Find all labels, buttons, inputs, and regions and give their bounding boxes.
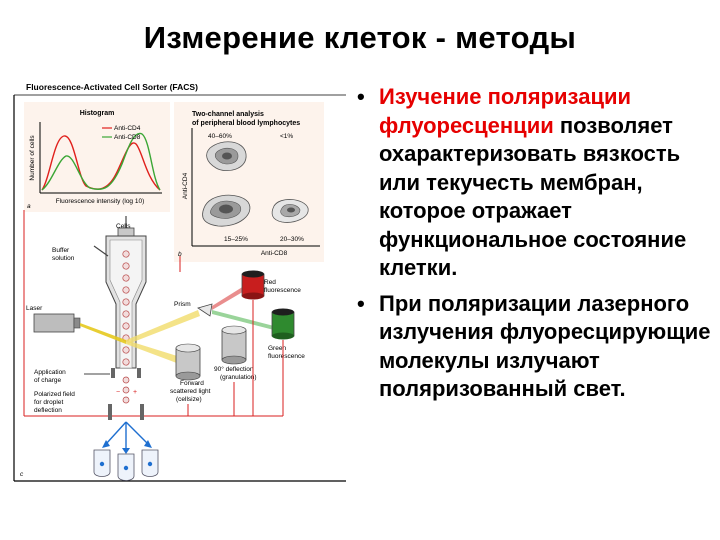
legend-cd4: Anti-CD4 <box>114 125 141 132</box>
twochannel-title-2: of peripheral blood lymphocytes <box>192 120 300 127</box>
prism <box>197 303 213 317</box>
label-forward-2: scattered light <box>170 388 211 395</box>
quadrant-br: 20–30% <box>280 236 304 243</box>
label-cells: Cells <box>116 223 131 230</box>
green-path <box>212 310 274 330</box>
label-charge-2: of charge <box>34 377 61 384</box>
contour-tl <box>206 141 247 171</box>
legend-cd8: Anti-CD8 <box>114 134 141 141</box>
cd8-curve <box>41 132 161 191</box>
label-red-2: fluorescence <box>264 287 301 294</box>
plus-sign: + <box>133 389 137 396</box>
twochannel-xlabel: Anti-CD8 <box>261 250 288 257</box>
facs-instrument: Cells Buffer solution Laser Prism <box>20 210 305 481</box>
twochannel-background <box>174 102 324 262</box>
side-detector <box>221 325 247 365</box>
twochannel-panel: Two-channel analysis of peripheral blood… <box>174 102 324 262</box>
panel-label-a: a <box>27 203 31 210</box>
histogram-xlabel: Fluorescence intensity (log 10) <box>56 198 145 205</box>
bullet-item: При поляризации лазерного излучения флуо… <box>355 290 713 404</box>
contour-br <box>271 199 309 223</box>
twochannel-ylabel: Anti-CD4 <box>182 172 189 199</box>
slide-title: Измерение клеток - методы <box>143 20 577 55</box>
deflection-plate-right <box>140 404 144 420</box>
label-prism: Prism <box>174 301 191 308</box>
label-polarized-1: Polarized field <box>34 391 75 398</box>
tube-contents <box>99 461 153 471</box>
label-deflection-1: 90° deflection <box>214 365 254 373</box>
bullet-item: Изучение поляризации флуоресценции позво… <box>355 83 713 283</box>
charge-electrode-right <box>137 368 141 378</box>
label-laser: Laser <box>26 305 43 312</box>
buffer-inlet <box>93 245 109 257</box>
histogram-background <box>24 102 170 212</box>
green-detector <box>271 308 295 340</box>
bullet-highlight: Изучение поляризации флуоресценции <box>379 84 632 138</box>
label-green-1: Green <box>268 345 286 352</box>
label-buffer-2: solution <box>52 255 75 262</box>
contour-bl <box>202 194 251 227</box>
laser-aperture <box>73 317 81 329</box>
histogram-ylabel: Number of cells <box>29 135 36 181</box>
deflection-plate-left <box>108 404 112 420</box>
label-polarized-3: deflection <box>34 407 62 414</box>
red-detector <box>241 270 265 300</box>
bullet-text: При поляризации лазерного излучения флуо… <box>379 290 711 402</box>
droplets <box>122 376 130 404</box>
forward-beam <box>126 340 190 368</box>
histogram-panel: Histogram Anti-CD4 Anti-CD8 Number of ce… <box>24 102 170 212</box>
histogram-title: Histogram <box>80 110 115 117</box>
panel-label-c: c <box>20 471 24 478</box>
charge-electrode-left <box>111 368 115 378</box>
bullet-list: Изучение поляризации флуоресценции позво… <box>355 83 713 411</box>
twochannel-title-1: Two-channel analysis <box>192 111 264 118</box>
laser-beam <box>80 323 126 344</box>
facs-diagram: Fluorescence-Activated Cell Sorter (FACS… <box>13 82 346 482</box>
laser-body <box>33 313 75 333</box>
quadrant-bl: 15–25% <box>224 236 248 243</box>
label-polarized-2: for droplet <box>34 399 63 406</box>
facs-figure: Fluorescence-Activated Cell Sorter (FACS… <box>12 78 348 483</box>
side-beam <box>126 310 200 344</box>
droplet-arrowheads <box>102 440 152 454</box>
figure-header: Fluorescence-Activated Cell Sorter (FACS… <box>26 82 198 92</box>
forward-detector <box>175 343 201 381</box>
panel-label-b: b <box>178 251 182 258</box>
bullet-text: позволяет охарактеризовать вязкость или … <box>379 112 687 281</box>
quadrant-tr: <1% <box>280 133 293 140</box>
quadrant-tl: 40–60% <box>208 133 232 140</box>
label-charge-1: Application <box>34 369 66 376</box>
label-forward-1: Forward <box>180 380 204 387</box>
label-deflection-2: (granulation) <box>220 374 257 381</box>
deflected-streams <box>105 421 149 448</box>
red-path <box>212 286 246 310</box>
label-forward-3: (cellsize) <box>176 396 202 403</box>
label-red-1: Red <box>264 279 276 286</box>
label-buffer-1: Buffer <box>52 247 70 254</box>
minus-sign: − <box>116 389 120 396</box>
label-green-2: fluorescence <box>268 353 305 360</box>
